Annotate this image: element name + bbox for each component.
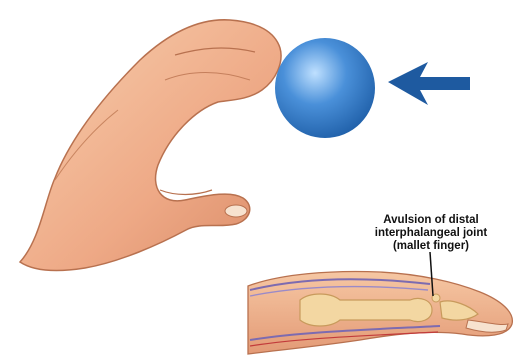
annotation-label: Avulsion of distal interphalangeal joint… [356,214,506,253]
blue-ball-icon [275,38,375,138]
thumbnail [225,205,247,217]
left-arrow-icon [388,62,470,105]
annotation-line-3: (mallet finger) [356,240,506,253]
hand-body [20,20,281,271]
annotation-line-2: interphalangeal joint [356,227,506,240]
thumb-crease [160,190,212,195]
finger-cross-section [248,272,512,354]
annotation-line-1: Avulsion of distal [356,214,506,227]
hand [20,20,281,271]
